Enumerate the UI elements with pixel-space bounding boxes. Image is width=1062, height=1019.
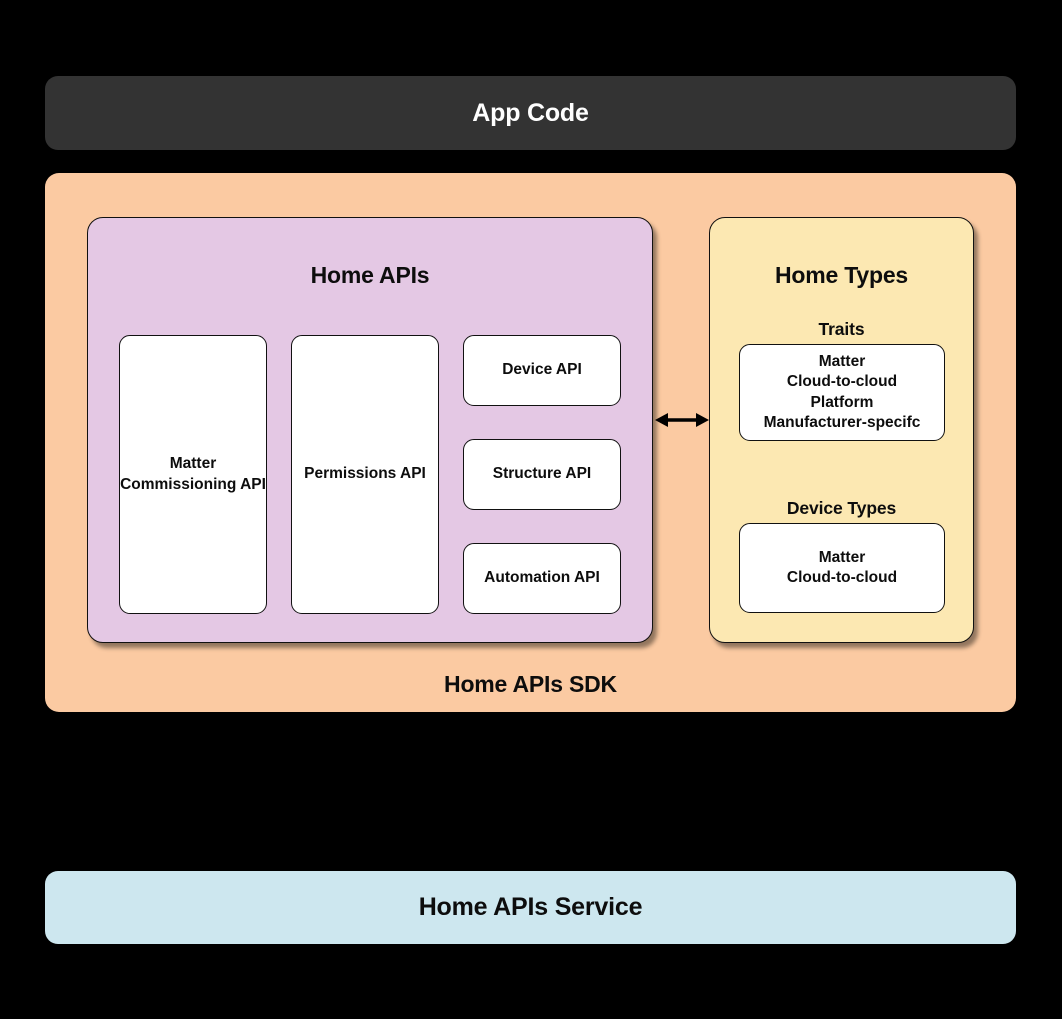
structure-api-box: Structure API [463,439,621,510]
matter-commissioning-api-box: Matter Commissioning API [119,335,267,614]
app-code-block: App Code [45,76,1016,150]
traits-box-label: Matter Cloud-to-cloud Platform Manufactu… [764,352,921,434]
device-types-box-label: Matter Cloud-to-cloud [787,548,897,589]
permissions-api-column: Permissions API [291,335,439,614]
traits-line-1: Matter [818,352,866,370]
structure-api-label: Structure API [492,465,592,483]
device-types-box: Matter Cloud-to-cloud [739,523,945,613]
home-apis-panel: Home APIs Matter Commissioning API Permi… [87,217,653,643]
automation-api-box: Automation API [463,543,621,614]
home-apis-box-row: Matter Commissioning API Permissions API… [119,335,621,614]
device-types-line-2: Cloud-to-cloud [786,569,898,586]
permissions-api-label: Permissions API [304,465,426,483]
home-types-title: Home Types [774,262,909,288]
matter-commissioning-api-line-2: Commissioning [120,475,237,493]
traits-line-3: Platform [810,393,874,411]
app-code-label: App Code [472,98,589,127]
traits-line-2: Cloud-to-cloud [786,373,898,391]
home-apis-service-block: Home APIs Service [45,871,1016,944]
home-apis-title: Home APIs [310,262,430,288]
device-api-label: Device API [502,361,582,379]
device-api-box: Device API [463,335,621,406]
home-apis-service-label: Home APIs Service [418,893,643,921]
matter-commissioning-api-line-1: Matter [169,454,217,472]
automation-api-label: Automation API [484,569,600,587]
double-arrow-horizontal-icon [655,413,709,427]
matter-commissioning-api-column: Matter Commissioning API [119,335,267,614]
api-stack-column: Device API Structure API Automation API [463,335,621,614]
traits-heading: Traits [818,319,865,339]
traits-line-4: Manufacturer-specifc [763,413,921,431]
device-types-line-1: Matter [818,548,866,566]
permissions-api-box: Permissions API [291,335,439,614]
matter-commissioning-api-line-3: API [240,475,266,493]
matter-commissioning-api-label: Matter Commissioning API [120,454,266,495]
device-types-heading: Device Types [786,498,897,518]
home-types-panel: Home Types Traits Matter Cloud-to-cloud … [709,217,974,643]
traits-box: Matter Cloud-to-cloud Platform Manufactu… [739,344,945,441]
home-apis-sdk-container: Home APIs Matter Commissioning API Permi… [45,173,1016,712]
home-apis-sdk-label: Home APIs SDK [444,671,617,697]
